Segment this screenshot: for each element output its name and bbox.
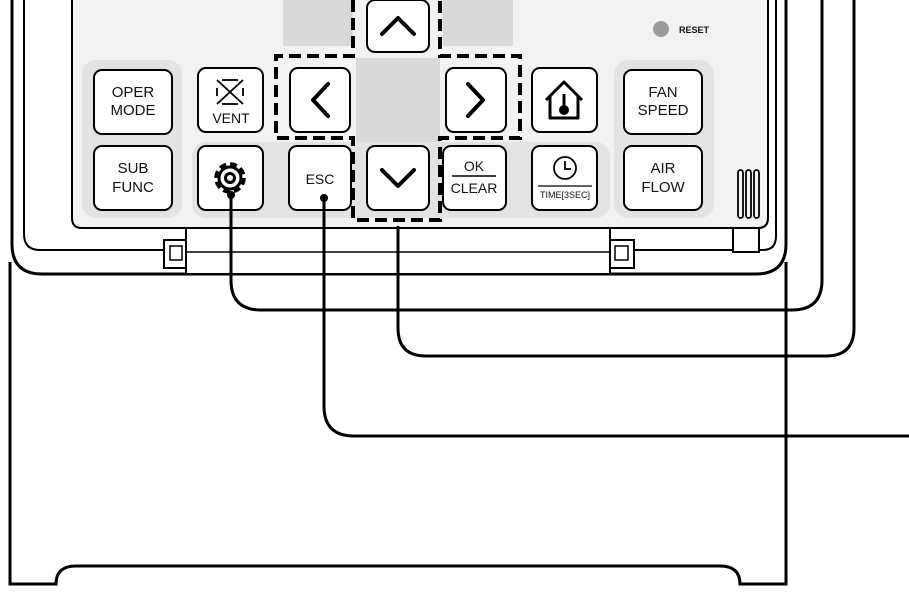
hinge-right-tab-inner [614, 245, 629, 261]
ok-label: OK [464, 158, 485, 174]
oper-mode-button[interactable]: OPER MODE [93, 69, 173, 135]
controller-lower-body [8, 262, 788, 586]
vent-icon [216, 79, 244, 105]
oper-mode-label-line1: OPER [112, 84, 155, 101]
settings-button[interactable] [197, 145, 264, 211]
gear-icon [214, 162, 246, 194]
vent-button[interactable]: VENT [197, 67, 264, 133]
ok-clear-button[interactable]: OK CLEAR [442, 145, 507, 211]
chevron-left-icon [311, 82, 330, 118]
chevron-up-icon [380, 16, 416, 36]
leader-line-esc [322, 198, 909, 438]
right-button[interactable] [445, 67, 507, 133]
leader-line-dpad [396, 0, 856, 358]
oper-mode-label-line2: MODE [111, 102, 156, 119]
vent-label: VENT [212, 110, 250, 126]
clock-icon [553, 156, 577, 180]
grip-slots [737, 169, 760, 219]
sub-func-button[interactable]: SUB FUNC [93, 145, 173, 211]
left-button[interactable] [289, 67, 351, 133]
screen-right-segment [443, 0, 513, 46]
home-temp-button[interactable] [531, 67, 598, 133]
dpad-dashed-highlight [274, 0, 522, 222]
leader-dot-esc [320, 194, 328, 202]
right-latch [732, 227, 760, 253]
esc-label: ESC [306, 171, 335, 187]
esc-button[interactable]: ESC [288, 145, 352, 211]
time-button[interactable]: TIME[3SEC] [531, 145, 598, 211]
fan-speed-label-line1: FAN [648, 84, 677, 101]
dpad-center [356, 58, 440, 148]
air-flow-button[interactable]: AIR FLOW [623, 145, 703, 211]
reset-label: RESET [679, 25, 710, 35]
sub-func-label-line1: SUB [118, 160, 149, 177]
screen-left-segment [283, 0, 353, 46]
time-label: TIME[3SEC] [540, 190, 590, 200]
sub-func-label-line2: FUNC [112, 179, 154, 196]
home-thermometer-icon [544, 80, 584, 120]
air-flow-label-line2: FLOW [641, 179, 685, 196]
down-button[interactable] [366, 145, 430, 211]
hinge-left-tab-inner [169, 245, 183, 261]
chevron-right-icon [466, 82, 485, 118]
leader-line-settings [229, 0, 824, 312]
air-flow-label-line1: AIR [650, 160, 675, 177]
fan-speed-label-line2: SPEED [638, 102, 689, 119]
up-button[interactable] [366, 0, 430, 53]
leader-dot-settings [227, 191, 235, 199]
clear-label: CLEAR [451, 180, 498, 196]
reset-button[interactable] [653, 21, 669, 37]
chevron-down-icon [380, 168, 416, 188]
fan-speed-button[interactable]: FAN SPEED [623, 69, 703, 135]
